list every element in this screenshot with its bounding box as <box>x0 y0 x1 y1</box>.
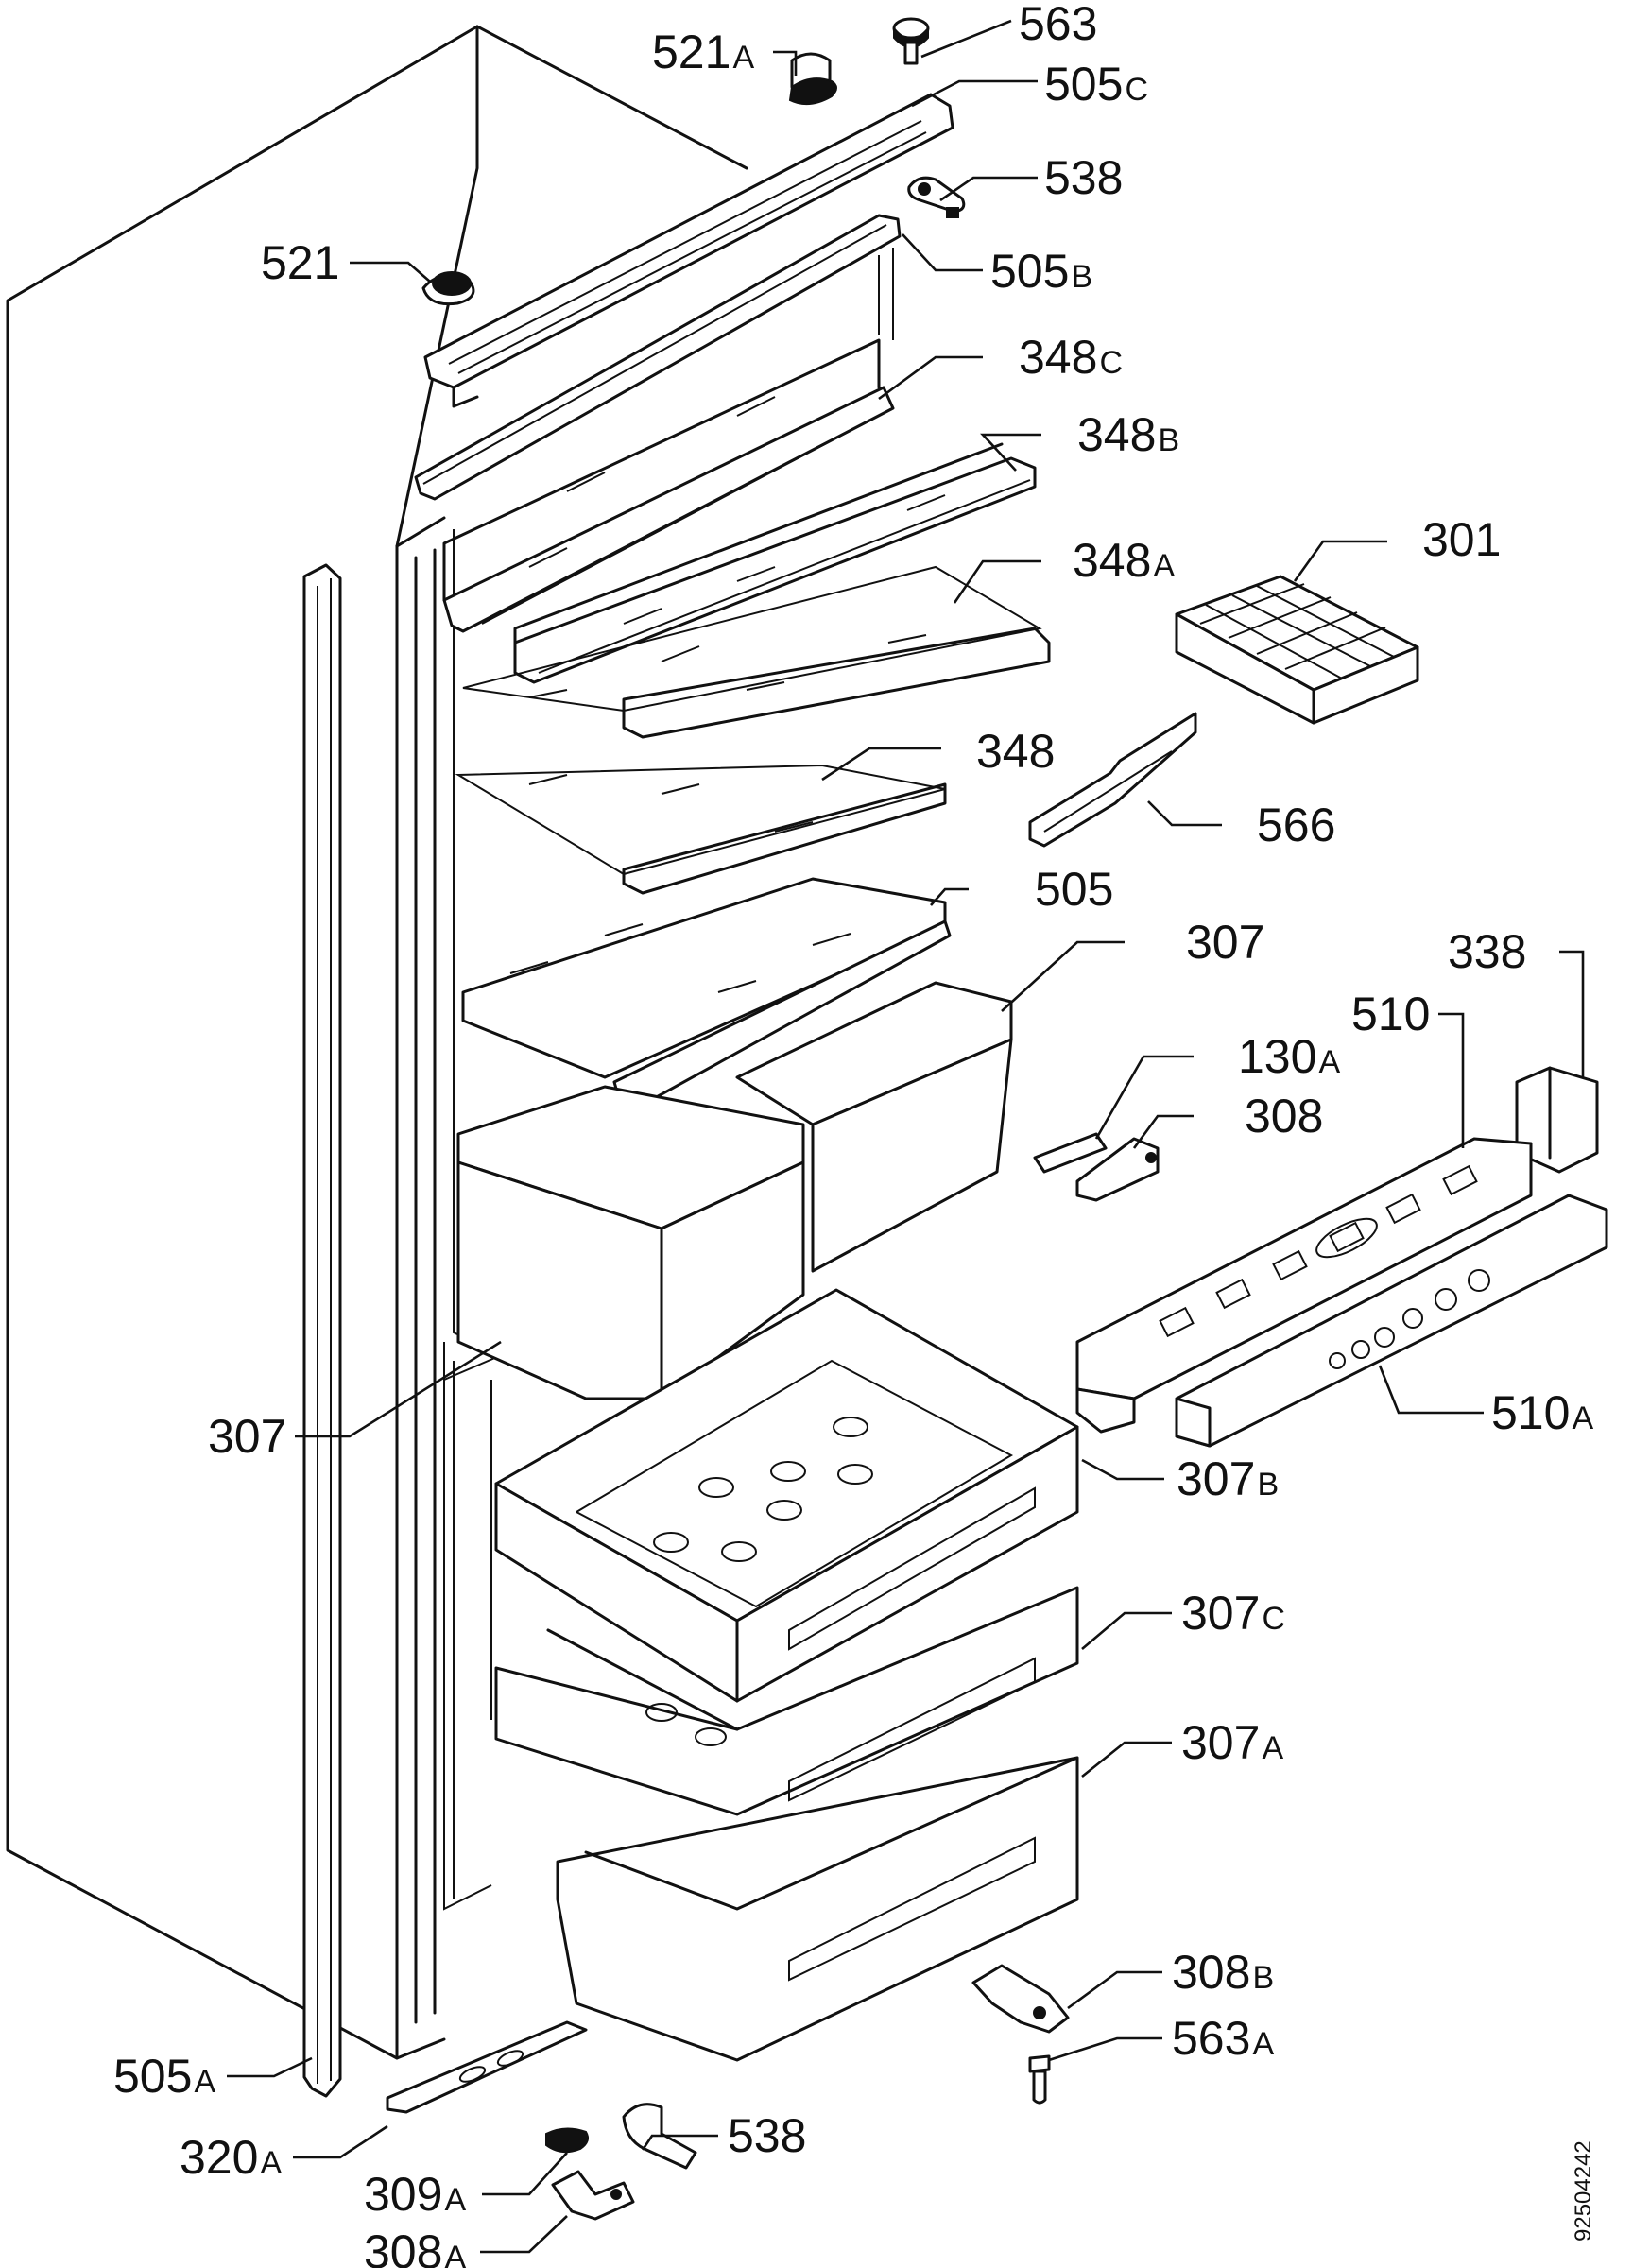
leader-lines <box>227 19 1585 2254</box>
callout-308a: 308A <box>364 2225 467 2268</box>
lamp-cover-130a <box>1033 1132 1108 1174</box>
callout-348a: 348A <box>1073 534 1176 587</box>
callout-563a: 563A <box>1172 2012 1275 2065</box>
callout-505a: 505A <box>113 2050 216 2103</box>
callout-348b: 348B <box>1077 408 1180 461</box>
callout-307-top: 307 <box>1186 916 1265 969</box>
cap-521a <box>788 52 837 106</box>
callout-505: 505 <box>1035 863 1114 916</box>
shelf-348a <box>462 565 1051 739</box>
knob-563 <box>892 17 930 65</box>
crisper-upper-left <box>456 1085 805 1400</box>
front-rail-505b <box>414 214 902 501</box>
drawer-307c <box>494 1586 1079 1816</box>
callout-348c: 348C <box>1019 331 1123 384</box>
callout-510a: 510A <box>1491 1386 1594 1439</box>
hinge-308a <box>551 2170 635 2221</box>
callout-510: 510 <box>1351 988 1431 1040</box>
callout-307c: 307C <box>1181 1587 1285 1640</box>
callout-301: 301 <box>1422 513 1502 566</box>
callout-309a: 309A <box>364 2168 467 2221</box>
top-rail-505c <box>423 93 954 408</box>
callout-538-bottom: 538 <box>728 2109 807 2162</box>
callout-348: 348 <box>976 725 1056 778</box>
ice-scraper <box>1028 712 1197 848</box>
drawer-307a <box>556 1756 1079 2062</box>
light-housing-510 <box>1075 1137 1533 1434</box>
callout-521a: 521A <box>652 26 755 78</box>
door-seal-strip <box>302 563 342 2098</box>
callout-307b: 307B <box>1177 1452 1280 1505</box>
shelf-348 <box>455 764 947 895</box>
callout-338: 338 <box>1448 925 1527 978</box>
bracket-308 <box>1075 1137 1160 1202</box>
callout-130a: 130A <box>1238 1030 1341 1083</box>
callout-566: 566 <box>1257 799 1336 851</box>
shelf-348c <box>442 338 895 633</box>
cap-521 <box>421 271 475 306</box>
screw-563a <box>1028 2054 1051 2105</box>
control-panel-510a <box>1175 1194 1608 1448</box>
cap-309a <box>545 2127 589 2154</box>
callout-505b: 505B <box>990 245 1093 298</box>
drawer-307b <box>494 1288 1079 1703</box>
shelf-348b <box>513 442 1037 684</box>
callout-521: 521 <box>261 236 340 289</box>
crisper-upper-right <box>735 981 1013 1273</box>
callout-563: 563 <box>1019 0 1098 50</box>
callout-538-top: 538 <box>1044 151 1124 204</box>
hinge-plate-320a <box>386 2020 588 2114</box>
callout-320a: 320A <box>180 2131 283 2184</box>
callout-307-left: 307 <box>208 1410 287 1463</box>
ice-tray <box>1175 575 1419 725</box>
callout-307a: 307A <box>1181 1716 1284 1769</box>
callout-308: 308 <box>1245 1090 1324 1143</box>
hinge-538-top <box>907 176 966 218</box>
callout-308b: 308B <box>1172 1946 1275 1999</box>
callout-505c: 505C <box>1044 58 1148 111</box>
figure-id: 92504242 <box>1571 2140 1596 2242</box>
hinge-308b <box>971 1964 1070 2034</box>
